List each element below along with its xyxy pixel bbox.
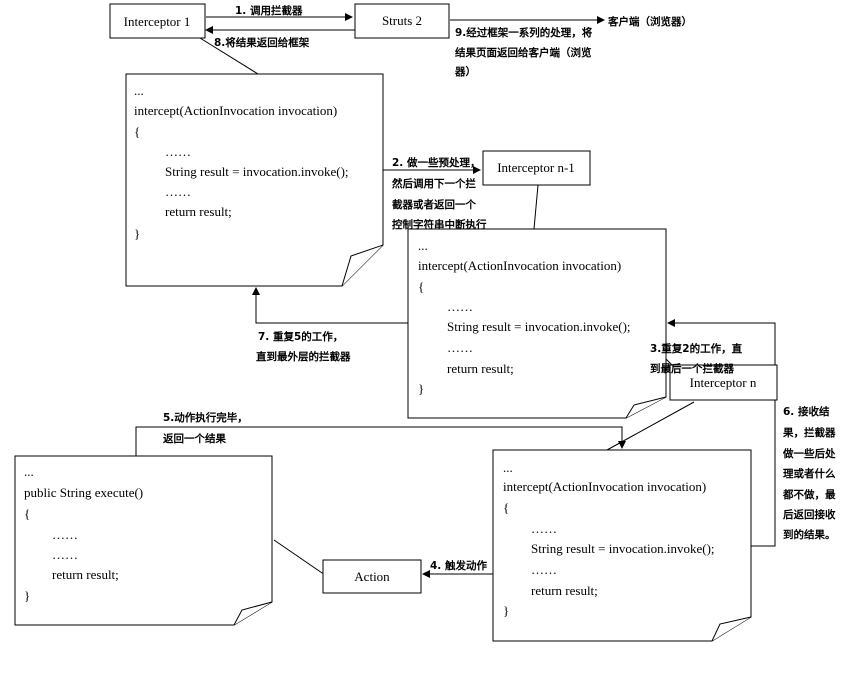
svg-text:9.经过框架一系列的处理，将: 9.经过框架一系列的处理，将 (455, 26, 593, 39)
arrow-step6 (667, 319, 776, 547)
code2-close-brace: } (418, 381, 424, 396)
code3-ellipsis-b: …… (531, 562, 557, 577)
code1-ellipsis-b: …… (165, 184, 191, 199)
svg-text:截器或者返回一个: 截器或者返回一个 (392, 198, 476, 211)
code1-signature: intercept(ActionInvocation invocation) (134, 103, 337, 118)
code-box-interceptor-n-1: ... intercept(ActionInvocation invocatio… (407, 228, 667, 419)
step5-label: 5.动作执行完毕， 返回一个结果 (163, 411, 248, 445)
svg-text:7. 重复5的工作，: 7. 重复5的工作， (258, 330, 343, 343)
svg-text:3.重复2的工作，直: 3.重复2的工作，直 (650, 342, 743, 355)
node-interceptor-n-1: Interceptor n-1 (482, 150, 591, 186)
step6-label: 6. 接收结 果，拦截器 做一些后处 理或者什么 都不做，最 后返回接收 到的结… (782, 405, 836, 541)
arrow-step7 (252, 287, 408, 324)
link-interceptor1-code (199, 37, 259, 75)
action-label: Action (354, 569, 390, 584)
exec-open-brace: { (24, 506, 30, 521)
code-box-interceptor1: ... intercept(ActionInvocation invocatio… (125, 73, 384, 287)
node-action: Action (322, 559, 422, 594)
exec-return: return result; (52, 567, 119, 582)
step8-label: 8.将结果返回给框架 (214, 36, 310, 49)
code1-open-brace: { (134, 124, 140, 139)
svg-text:结果页面返回给客户端（浏览: 结果页面返回给客户端（浏览 (455, 46, 592, 59)
step7-label: 7. 重复5的工作， 直到最外层的拦截器 (256, 330, 351, 363)
code2-ellipsis-a: …… (447, 299, 473, 314)
interceptor1-label: Interceptor 1 (124, 14, 191, 29)
code-box-action-execute: ... public String execute() { …… …… retu… (14, 455, 273, 626)
interceptor-n-1-label: Interceptor n-1 (497, 160, 575, 175)
code1-close-brace: } (134, 226, 140, 241)
code1-invoke: String result = invocation.invoke(); (165, 164, 349, 179)
svg-text:都不做，最: 都不做，最 (782, 488, 836, 501)
code3-return: return result; (531, 583, 598, 598)
node-struts2: Struts 2 (354, 3, 450, 39)
svg-text:6. 接收结: 6. 接收结 (783, 405, 830, 418)
client-label: 客户端（浏览器） (607, 15, 692, 28)
code-box-interceptor-n: ... intercept(ActionInvocation invocatio… (492, 449, 752, 642)
arrow-step5 (135, 426, 626, 458)
svg-text:到的结果。: 到的结果。 (783, 528, 836, 541)
code1-dots: ... (134, 83, 144, 98)
code3-close-brace: } (503, 603, 509, 618)
code2-signature: intercept(ActionInvocation invocation) (418, 258, 621, 273)
step9-label: 9.经过框架一系列的处理，将 结果页面返回给客户端（浏览 器） (454, 26, 593, 78)
svg-text:果，拦截器: 果，拦截器 (782, 426, 836, 439)
step2-label: 2. 做一些预处理， 然后调用下一个拦 截器或者返回一个 控制字符串中断执行 (391, 156, 487, 231)
code1-return: return result; (165, 204, 232, 219)
code2-return: return result; (447, 361, 514, 376)
svg-text:2. 做一些预处理，: 2. 做一些预处理， (392, 156, 480, 169)
code3-signature: intercept(ActionInvocation invocation) (503, 479, 706, 494)
step1-label: 1. 调用拦截器 (235, 4, 303, 17)
code3-ellipsis-a: …… (531, 521, 557, 536)
code2-ellipsis-b: …… (447, 340, 473, 355)
svg-text:直到最外层的拦截器: 直到最外层的拦截器 (256, 350, 351, 363)
link-interceptorn1-code (533, 184, 539, 230)
code2-dots: ... (418, 238, 428, 253)
exec-dots: ... (24, 464, 34, 479)
exec-ellipsis-a: …… (52, 527, 78, 542)
svg-text:做一些后处: 做一些后处 (782, 447, 836, 460)
struts2-label: Struts 2 (382, 13, 422, 28)
svg-text:然后调用下一个拦: 然后调用下一个拦 (391, 177, 476, 190)
svg-text:控制字符串中断执行: 控制字符串中断执行 (392, 218, 487, 231)
svg-text:器）: 器） (454, 65, 476, 78)
exec-ellipsis-b: …… (52, 547, 78, 562)
svg-text:5.动作执行完毕，: 5.动作执行完毕， (163, 411, 248, 424)
svg-text:返回一个结果: 返回一个结果 (163, 432, 226, 445)
code3-dots: ... (503, 460, 513, 475)
exec-signature: public String execute() (24, 485, 143, 500)
node-interceptor-n: Interceptor n (669, 364, 778, 401)
code2-open-brace: { (418, 279, 424, 294)
svg-text:后返回接收: 后返回接收 (783, 508, 836, 521)
code3-open-brace: { (503, 500, 509, 515)
step4-label: 4. 触发动作 (430, 559, 487, 572)
svg-text:到最后一个拦截器: 到最后一个拦截器 (650, 362, 734, 375)
link-action-code (273, 539, 326, 576)
code3-invoke: String result = invocation.invoke(); (531, 541, 715, 556)
code1-ellipsis-a: …… (165, 144, 191, 159)
step3-label: 3.重复2的工作，直 到最后一个拦截器 (650, 342, 743, 375)
exec-close-brace: } (24, 588, 30, 603)
interceptor-n-label: Interceptor n (690, 375, 757, 390)
code2-invoke: String result = invocation.invoke(); (447, 319, 631, 334)
svg-text:理或者什么: 理或者什么 (783, 467, 836, 480)
node-interceptor1: Interceptor 1 (109, 3, 206, 39)
